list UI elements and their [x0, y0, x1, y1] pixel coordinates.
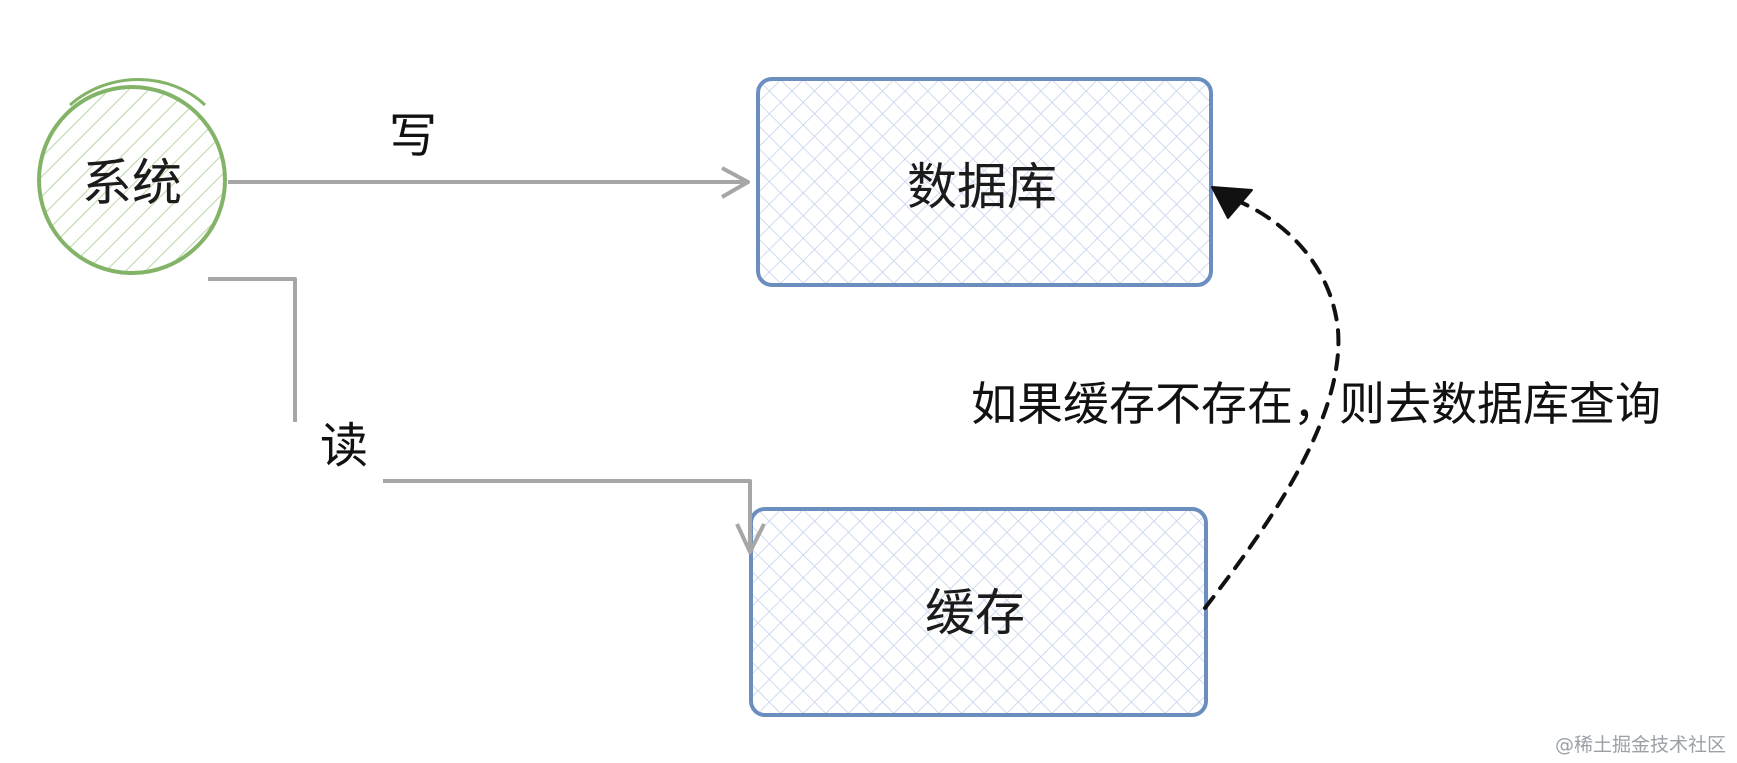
system-node[interactable]: 系统 — [37, 78, 227, 275]
database-node[interactable]: 数据库 — [756, 77, 1213, 287]
fallback-arrowhead-icon — [1211, 186, 1253, 219]
cache-node-fill — [751, 509, 1206, 715]
watermark-text: @稀土掘金技术社区 — [1555, 734, 1726, 756]
database-node-label: 数据库 — [907, 158, 1057, 216]
read-edge-label: 读 — [320, 418, 368, 474]
write-edge-label: 写 — [389, 108, 437, 164]
cache-node[interactable]: 缓存 — [749, 507, 1208, 717]
write-edge[interactable]: 写 — [228, 108, 750, 199]
cache-node-label: 缓存 — [925, 584, 1025, 642]
system-node-label: 系统 — [82, 154, 182, 212]
read-edge[interactable]: 读 — [208, 277, 766, 554]
system-node-border-sketch — [69, 78, 207, 107]
read-arrowhead-icon — [735, 523, 766, 554]
system-node-border — [37, 85, 227, 275]
read-edge-line — [208, 277, 752, 548]
fallback-edge-line — [1203, 194, 1341, 610]
fallback-edge-label: 如果缓存不存在，则去数据库查询 — [971, 377, 1661, 431]
database-node-border — [756, 77, 1213, 287]
cache-node-border — [749, 507, 1208, 717]
fallback-edge[interactable]: 如果缓存不存在，则去数据库查询 — [971, 186, 1661, 610]
write-arrowhead-icon — [721, 166, 750, 199]
database-node-fill — [758, 79, 1211, 285]
system-node-fill — [39, 87, 225, 273]
